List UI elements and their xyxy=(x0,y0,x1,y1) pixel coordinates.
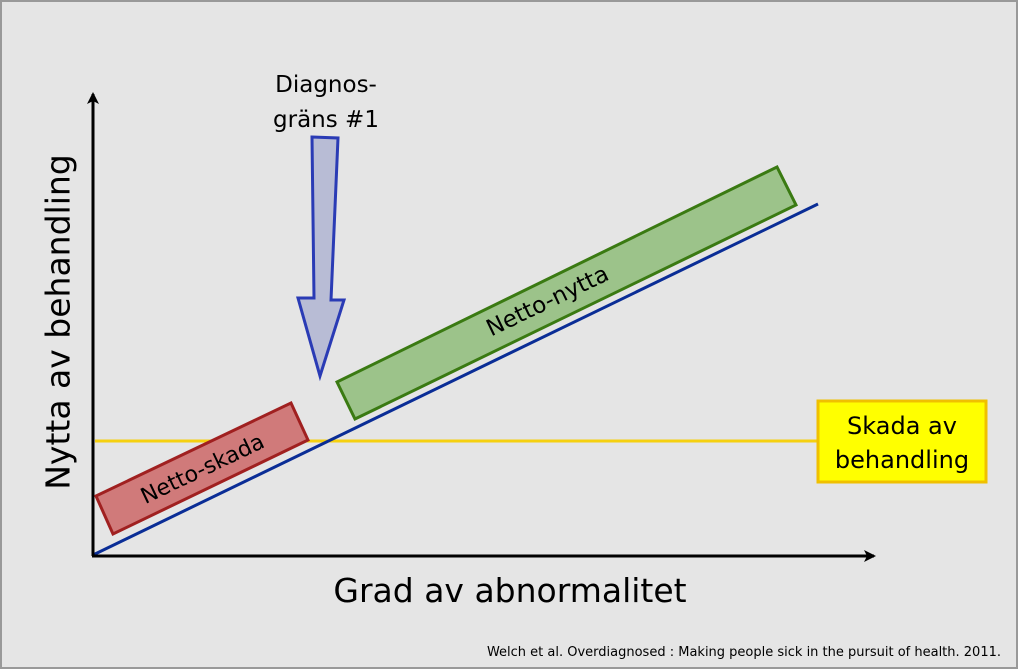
harm-of-treatment-label-line2: behandling xyxy=(835,446,969,474)
threshold-label-line2: gräns #1 xyxy=(273,107,379,133)
harm-of-treatment-label-line1: Skada av xyxy=(847,412,957,440)
net-benefit-box xyxy=(334,164,799,422)
threshold-label-line1: Diagnos- xyxy=(275,72,377,98)
y-axis-label: Nytta av behandling xyxy=(39,154,78,490)
net-harm-box xyxy=(94,400,310,537)
citation: Welch et al. Overdiagnosed : Making peop… xyxy=(487,645,1001,660)
x-axis-label: Grad av abnormalitet xyxy=(333,571,686,610)
harm-of-treatment-box xyxy=(816,399,988,484)
diagnostic-threshold-arrow-icon xyxy=(296,135,347,382)
benefit-line xyxy=(92,202,819,557)
